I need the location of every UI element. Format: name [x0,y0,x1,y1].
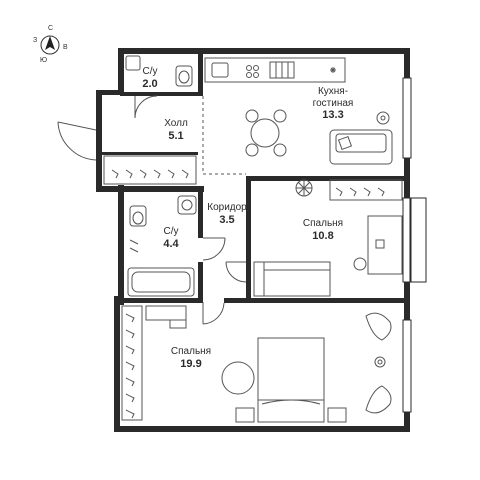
bedroom-small-desk [353,215,403,275]
compass-rose-icon [40,35,60,55]
room-area: 3.5 [219,213,235,226]
dashed-partitions [202,96,246,175]
balcony-frames [409,197,427,283]
room-area: 5.1 [168,129,184,142]
room-area: 19.9 [180,357,202,370]
room-name: Холл [164,118,188,129]
room-kitchen: Кухня- гостиная 13.3 [300,86,366,122]
bedroom-small-bed [253,261,331,297]
bedroom-small-wardrobe [329,179,403,201]
bedroom-large-bed [235,337,347,423]
room-name: Коридор [207,202,247,213]
interior-doors [134,95,247,325]
room-name: С/у [142,66,158,77]
bedroom-large-shelf [145,305,187,329]
entry-door [57,121,97,161]
room-corridor: Коридор 3.5 [200,202,254,226]
room-hall: Холл 5.1 [158,118,194,142]
room-area: 2.0 [142,77,158,90]
armchairs [365,312,392,414]
compass-east: В [63,44,68,51]
room-name: Спальня [170,346,212,357]
room-name: С/у [163,226,179,237]
plant-icon [295,179,313,197]
sofa [329,111,393,165]
room-bedroom-large: Спальня 19.9 [166,346,216,370]
kitchen-counter [204,57,346,83]
room-area: 4.4 [163,237,179,250]
compass-north: С [48,25,54,32]
room-area: 10.8 [312,229,334,242]
room-name: Спальня [302,218,344,229]
windows [402,77,412,413]
bedroom-large-wardrobe [121,305,143,421]
round-table [221,361,255,395]
room-bathroom-mid: С/у 4.4 [156,226,186,250]
room-bathroom-top: С/у 2.0 [136,66,164,90]
compass-south: Ю [40,57,48,64]
room-bedroom-small: Спальня 10.8 [298,218,348,242]
hall-wardrobe [103,155,197,185]
dining-table [245,109,287,157]
room-name: Кухня- гостиная [312,86,354,109]
room-area: 13.3 [322,109,344,121]
bathroom-mid-fixtures [127,195,197,297]
bathroom-top-fixtures [125,55,193,87]
compass-west: З [33,37,38,44]
